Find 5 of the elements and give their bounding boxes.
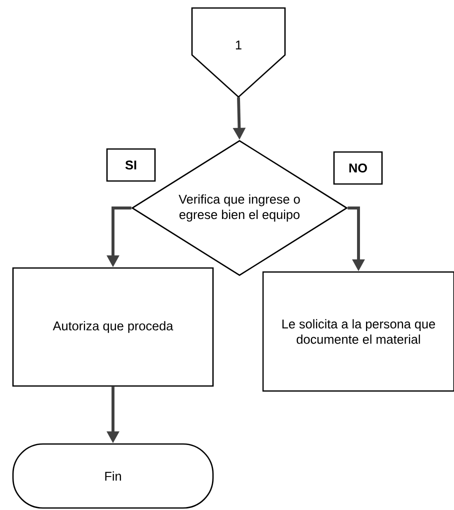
process-box: Autoriza que proceda <box>12 267 214 387</box>
edge-label: SI <box>106 148 156 182</box>
edge-label: NO <box>333 151 383 185</box>
offpage-connector: 1 <box>191 7 286 98</box>
process-box: Le solicita a la persona que documente el material <box>262 271 454 392</box>
